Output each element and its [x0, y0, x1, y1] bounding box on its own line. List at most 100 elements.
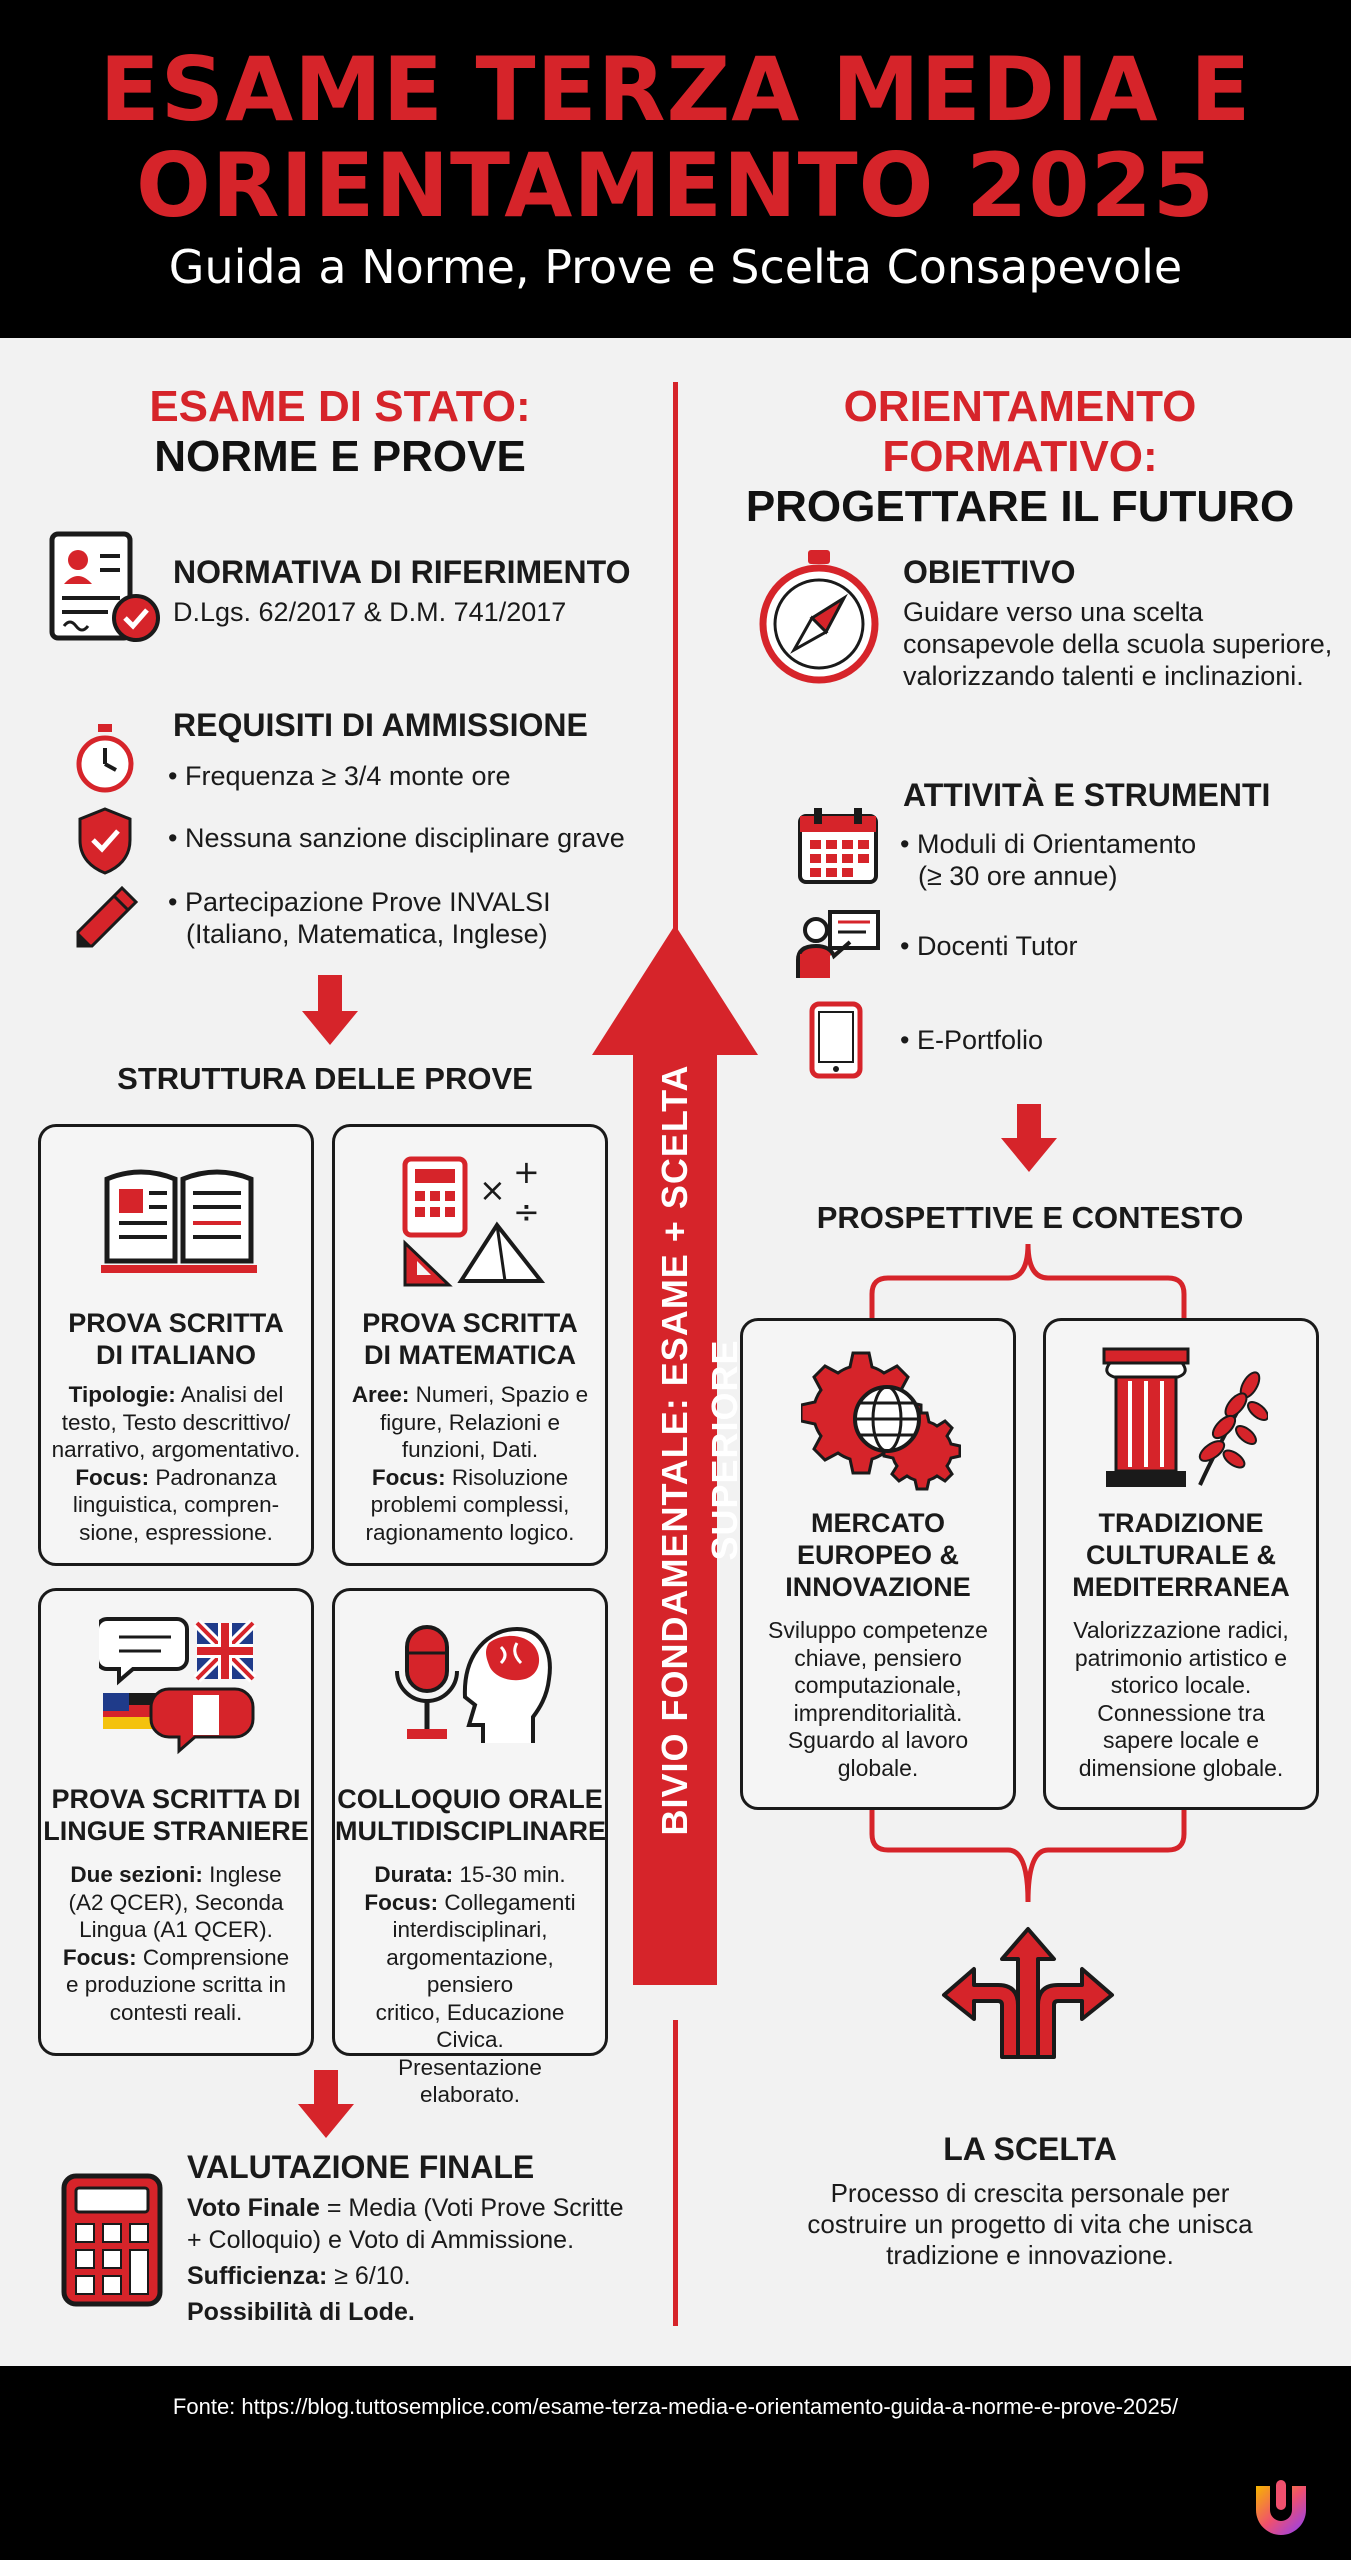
- obiettivo-line-2: consapevole della scuola superiore,: [903, 629, 1333, 659]
- calculator-icon: [61, 2173, 163, 2307]
- scelta-line-2: costruire un progetto di vita che unisca: [807, 2209, 1253, 2239]
- down-arrow-icon: [1001, 1104, 1057, 1172]
- top-bracket: [869, 1243, 1187, 1320]
- card-colloquio-line: Durata: 15-30 min.: [374, 1862, 566, 1887]
- card-mercato-line-2: chiave, pensiero: [794, 1644, 962, 1671]
- title-line-2: ORIENTAMENTO 2025: [135, 134, 1216, 237]
- card-lingue-title-2: LINGUE STRANIERE: [43, 1816, 309, 1846]
- compass-icon: [759, 550, 879, 684]
- card-tradizione: TRADIZIONE CULTURALE & MEDITERRANEA Valo…: [1043, 1318, 1319, 1810]
- card-matematica-title-2: DI MATEMATICA: [364, 1340, 576, 1370]
- left-section-title: ESAME DI STATO: NORME E PROVE: [40, 382, 640, 482]
- card-colloquio-title-1: COLLOQUIO ORALE: [337, 1784, 603, 1814]
- card-mercato-line-3: computazionale,: [794, 1672, 962, 1698]
- obiettivo-title: OBIETTIVO: [903, 554, 1076, 590]
- prospettive-title: PROSPETTIVE E CONTESTO: [816, 1200, 1244, 1235]
- right-title-a: ORIENTAMENTO FORMATIVO:: [843, 382, 1197, 481]
- card-mercato-title-3: INNOVAZIONE: [785, 1572, 971, 1602]
- gear-globe-icon: [801, 1351, 961, 1491]
- teacher-board-icon: [796, 910, 880, 978]
- card-lingue-title-1: PROVA SCRITTA DI: [51, 1784, 301, 1814]
- requisito-1: Frequenza ≥ 3/4 monte ore: [168, 760, 511, 792]
- card-colloquio-line: interdisciplinari,: [392, 1917, 548, 1942]
- subtitle: Guida a Norme, Prove e Scelta Consapevol…: [168, 240, 1183, 294]
- scelta-line-3: tradizione e innovazione.: [886, 2240, 1174, 2270]
- card-mercato-line-4: imprenditorialità.: [793, 1699, 963, 1726]
- attivita-item-2: Docenti Tutor: [900, 930, 1078, 962]
- sufficienza-text: ≥ 6/10.: [327, 2262, 411, 2290]
- scelta-text: Processo di crescita personale per costr…: [720, 2178, 1340, 2271]
- open-book-icon: [101, 1169, 257, 1273]
- card-matematica-line: figure, Relazioni e: [379, 1409, 561, 1435]
- voto-finale-label: Voto Finale: [187, 2194, 320, 2222]
- valutazione-line-3: Sufficienza: ≥ 6/10.: [187, 2260, 623, 2292]
- pencil-icon: [76, 885, 139, 948]
- down-arrow-icon: [298, 2070, 354, 2138]
- arrow-label: BIVIO FONDAMENTALE: ESAME + SCELTA SUPER…: [650, 950, 745, 1950]
- right-title-b: PROGETTARE IL FUTURO: [745, 482, 1295, 531]
- obiettivo-line-3: valorizzando talenti e inclinazioni.: [903, 661, 1304, 691]
- stopwatch-icon: [76, 724, 134, 793]
- divider-bottom: [673, 2020, 678, 2326]
- card-tradizione-line-5: sapere locale e: [1103, 1727, 1259, 1753]
- card-tradizione-line-4: Connessione tra: [1097, 1699, 1265, 1726]
- document-check-icon: [49, 531, 160, 642]
- card-colloquio-line: Focus: Collegamenti: [364, 1889, 576, 1915]
- microphone-brain-icon: [395, 1625, 552, 1743]
- column-laurel-icon: [1102, 1347, 1268, 1487]
- attivita-item-1-detail: (≥ 30 ore annue): [918, 861, 1118, 891]
- card-mercato-line-5: Sguardo al lavoro: [787, 1727, 969, 1753]
- card-tradizione-line-2: patrimonio artistico e: [1074, 1644, 1288, 1671]
- card-matematica-line: Aree: Numeri, Spazio e: [351, 1382, 589, 1407]
- card-colloquio-title-2: MULTIDISCIPLINARE: [335, 1816, 606, 1846]
- scelta-line-1: Processo di crescita personale per: [830, 2178, 1230, 2208]
- card-tradizione-title-2: CULTURALE &: [1086, 1540, 1276, 1570]
- card-colloquio-body: Durata: 15-30 min. Focus: Collegamenti i…: [345, 1861, 595, 2109]
- sufficienza-label: Sufficienza:: [187, 2262, 328, 2290]
- card-matematica-line: Focus: Risoluzione: [371, 1464, 569, 1490]
- card-tradizione-line-6: dimensione globale.: [1078, 1754, 1284, 1781]
- card-matematica-title-1: PROVA SCRITTA: [362, 1308, 578, 1338]
- bottom-bracket: [869, 1808, 1187, 1903]
- card-mercato-body: Sviluppo competenze chiave, pensiero com…: [753, 1617, 1003, 1782]
- card-tradizione-body: Valorizzazione radici, patrimonio artist…: [1056, 1617, 1306, 1782]
- card-lingue-line: contesti reali.: [109, 1999, 243, 2025]
- card-colloquio: COLLOQUIO ORALE MULTIDISCIPLINARE Durata…: [332, 1588, 608, 2107]
- normativa-title: NORMATIVA DI RIFERIMENTO: [173, 554, 631, 590]
- valutazione-text: Voto Finale = Media (Voti Prove Scritte …: [187, 2192, 623, 2328]
- valutazione-line-2: + Colloquio) e Voto di Ammissione.: [187, 2226, 575, 2254]
- svg-text:÷: ÷: [513, 1193, 540, 1231]
- card-italiano-title-2: DI ITALIANO: [96, 1340, 256, 1370]
- card-mercato-line-6: globale.: [837, 1754, 919, 1781]
- shield-check-icon: [78, 807, 132, 875]
- card-matematica: × + ÷ PROVA SCRITTA DI MATEMATICA Aree: …: [332, 1124, 608, 1566]
- card-lingue-body: Due sezioni: Inglese (A2 QCER), Seconda …: [51, 1861, 301, 2026]
- card-italiano-line: sione, espressione.: [79, 1519, 273, 1545]
- scelta-title: LA SCELTA: [943, 2131, 1117, 2167]
- card-colloquio-line: Presentazione elaborato.: [398, 2054, 542, 2108]
- card-matematica-line: problemi complessi,: [370, 1492, 570, 1517]
- card-colloquio-line: critico, Educazione Civica.: [375, 1999, 565, 2053]
- card-matematica-line: funzioni, Dati.: [401, 1437, 539, 1462]
- card-italiano-body: Tipologie: Analisi del testo, Testo desc…: [51, 1381, 301, 1546]
- card-italiano-line: Focus: Padronanza: [75, 1464, 277, 1490]
- card-italiano-line: narrativo, argomentativo.: [51, 1437, 301, 1462]
- obiettivo-text: Guidare verso una scelta consapevole del…: [903, 596, 1332, 692]
- valutazione-title: VALUTAZIONE FINALE: [187, 2149, 535, 2185]
- attivita-title: ATTIVITÀ E STRUMENTI: [903, 777, 1271, 813]
- card-matematica-line: ragionamento logico.: [365, 1519, 575, 1545]
- title-line-1: ESAME TERZA MEDIA E: [99, 38, 1252, 141]
- card-tradizione-line-1: Valorizzazione radici,: [1073, 1617, 1289, 1643]
- up-arrow-icon: [592, 925, 758, 1985]
- valutazione-line-1: Voto Finale = Media (Voti Prove Scritte: [187, 2192, 623, 2224]
- card-lingue-line: (A2 QCER), Seconda: [68, 1889, 284, 1915]
- brand-logo-icon: [1256, 2480, 1306, 2535]
- speech-flags-icon: [99, 1617, 257, 1755]
- math-tools-icon: × + ÷: [402, 1153, 546, 1287]
- card-italiano-line: linguistica, compren-: [72, 1492, 280, 1517]
- card-lingue-line: e produzione scritta in: [65, 1972, 287, 1997]
- card-tradizione-line-3: storico locale.: [1110, 1672, 1252, 1698]
- requisito-3-detail: (Italiano, Matematica, Inglese): [186, 919, 548, 949]
- svg-text:+: +: [513, 1153, 540, 1191]
- source-link[interactable]: Fonte: https://blog.tuttosemplice.com/es…: [172, 2394, 1179, 2419]
